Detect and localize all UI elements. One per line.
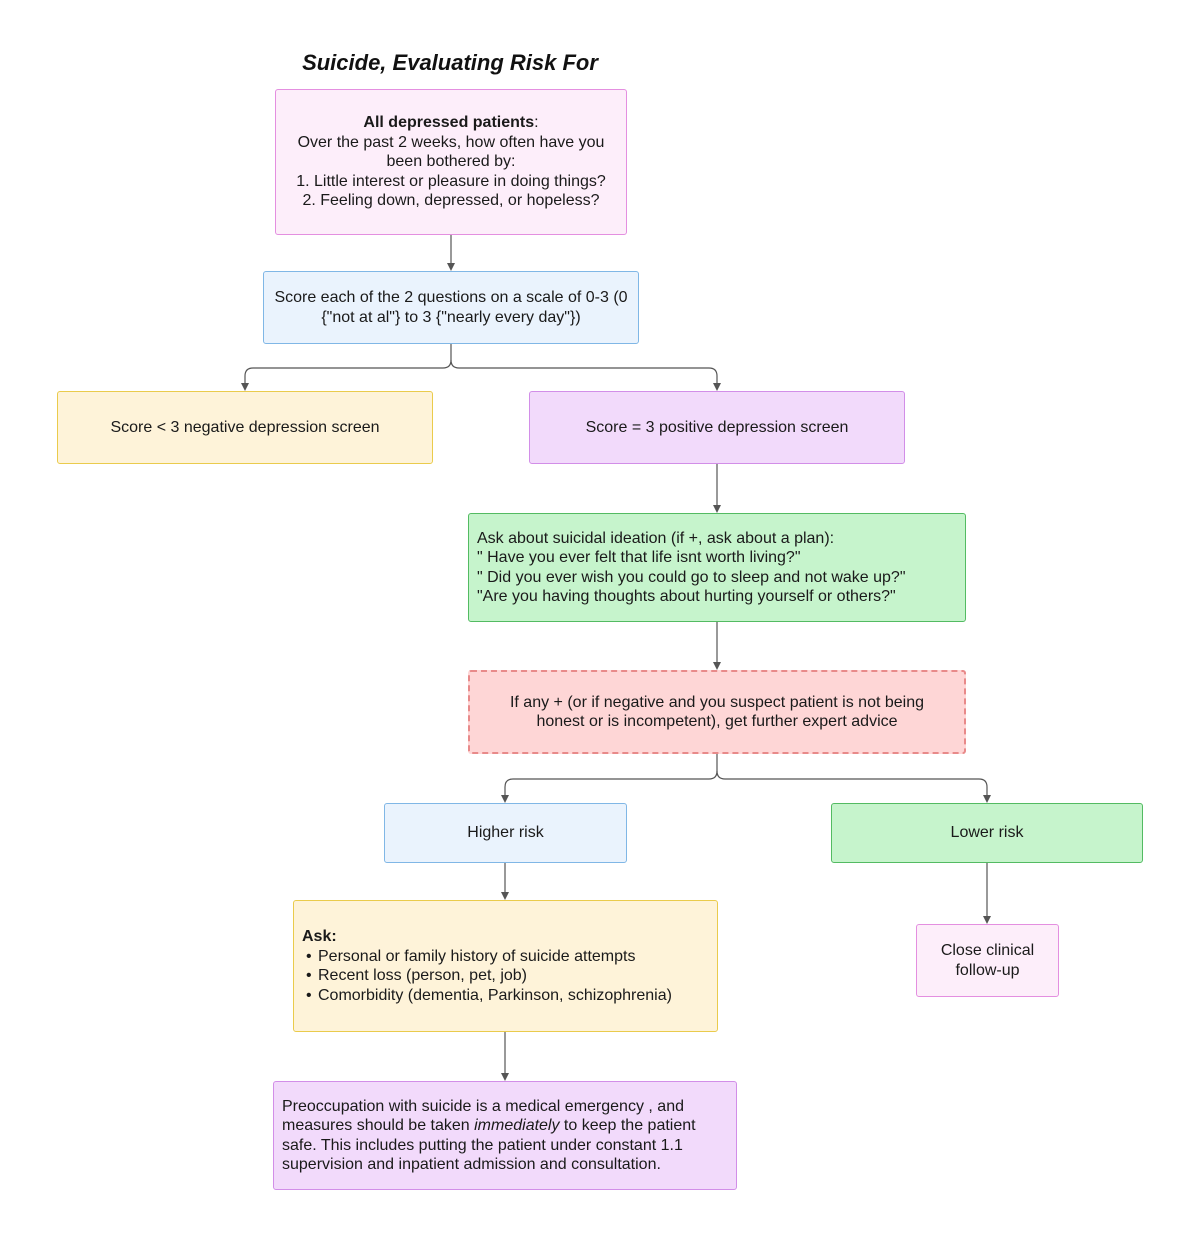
screening-intro: Over the past 2 weeks, how often have yo… <box>297 133 605 171</box>
screening-question-2: 2. Feeling down, depressed, or hopeless? <box>302 192 600 210</box>
list-item: Comorbidity (dementia, Parkinson, schizo… <box>306 986 672 1006</box>
arrowhead <box>447 263 455 271</box>
expert-advice-text: If any + (or if negative and you suspect… <box>509 693 925 731</box>
ideation-line-2: " Have you ever felt that life isnt wort… <box>477 549 801 566</box>
higher-risk-text: Higher risk <box>467 824 544 842</box>
connector-expert-to-lower <box>716 770 988 795</box>
connector-expert-to-higher <box>504 754 718 795</box>
arrowhead <box>501 892 509 900</box>
node-screening-questions: All depressed patients: Over the past 2 … <box>275 89 627 235</box>
arrowhead <box>713 383 721 391</box>
screening-heading-colon: : <box>534 114 539 132</box>
node-expert-advice: If any + (or if negative and you suspect… <box>468 670 966 754</box>
node-close-followup: Close clinical follow-up <box>916 924 1059 997</box>
node-negative-screen: Score < 3 negative depression screen <box>57 391 433 464</box>
score-scale-text: Score each of the 2 questions on a scale… <box>274 289 628 326</box>
negative-screen-text: Score < 3 negative depression screen <box>110 418 380 436</box>
connector-score-to-split <box>244 343 452 383</box>
ask-heading: Ask: <box>302 928 337 945</box>
emergency-text-part-2: to keep the patient safe. This includes … <box>282 1117 696 1173</box>
arrowhead <box>983 795 991 803</box>
node-suicidal-ideation: Ask about suicidal ideation (if +, ask a… <box>468 513 966 622</box>
arrowhead <box>713 505 721 513</box>
arrowhead <box>241 383 249 391</box>
positive-screen-text: Score = 3 positive depression screen <box>585 418 849 436</box>
node-emergency: Preoccupation with suicide is a medical … <box>273 1081 737 1190</box>
ideation-line-1: Ask about suicidal ideation (if +, ask a… <box>477 529 835 547</box>
ask-list: Personal or family history of suicide at… <box>302 947 672 1006</box>
node-score-scale: Score each of the 2 questions on a scale… <box>263 271 639 344</box>
ideation-line-3: " Did you ever wish you could go to slee… <box>477 568 906 586</box>
close-followup-text: Close clinical follow-up <box>940 942 1035 979</box>
arrowhead <box>501 1073 509 1081</box>
list-item: Personal or family history of suicide at… <box>306 947 672 967</box>
node-positive-screen: Score = 3 positive depression screen <box>529 391 905 464</box>
emergency-emphasis: immediately <box>474 1117 560 1134</box>
lower-risk-text: Lower risk <box>950 824 1024 842</box>
arrowhead <box>501 795 509 803</box>
list-item: Recent loss (person, pet, job) <box>306 966 672 986</box>
ideation-line-4: "Are you having thoughts about hurting y… <box>477 588 896 605</box>
screening-heading: All depressed patients <box>363 114 535 132</box>
screening-question-1: 1. Little interest or pleasure in doing … <box>296 172 606 190</box>
arrowhead <box>983 916 991 924</box>
arrowhead <box>713 662 721 670</box>
node-lower-risk: Lower risk <box>831 803 1143 863</box>
diagram-title: Suicide, Evaluating Risk For <box>302 50 598 75</box>
emergency-text-part-1: Preoccupation with suicide is a medical … <box>282 1097 684 1135</box>
node-ask-history: Ask: Personal or family history of suici… <box>293 900 718 1032</box>
node-higher-risk: Higher risk <box>384 803 627 863</box>
connector-score-to-positive <box>450 359 718 383</box>
